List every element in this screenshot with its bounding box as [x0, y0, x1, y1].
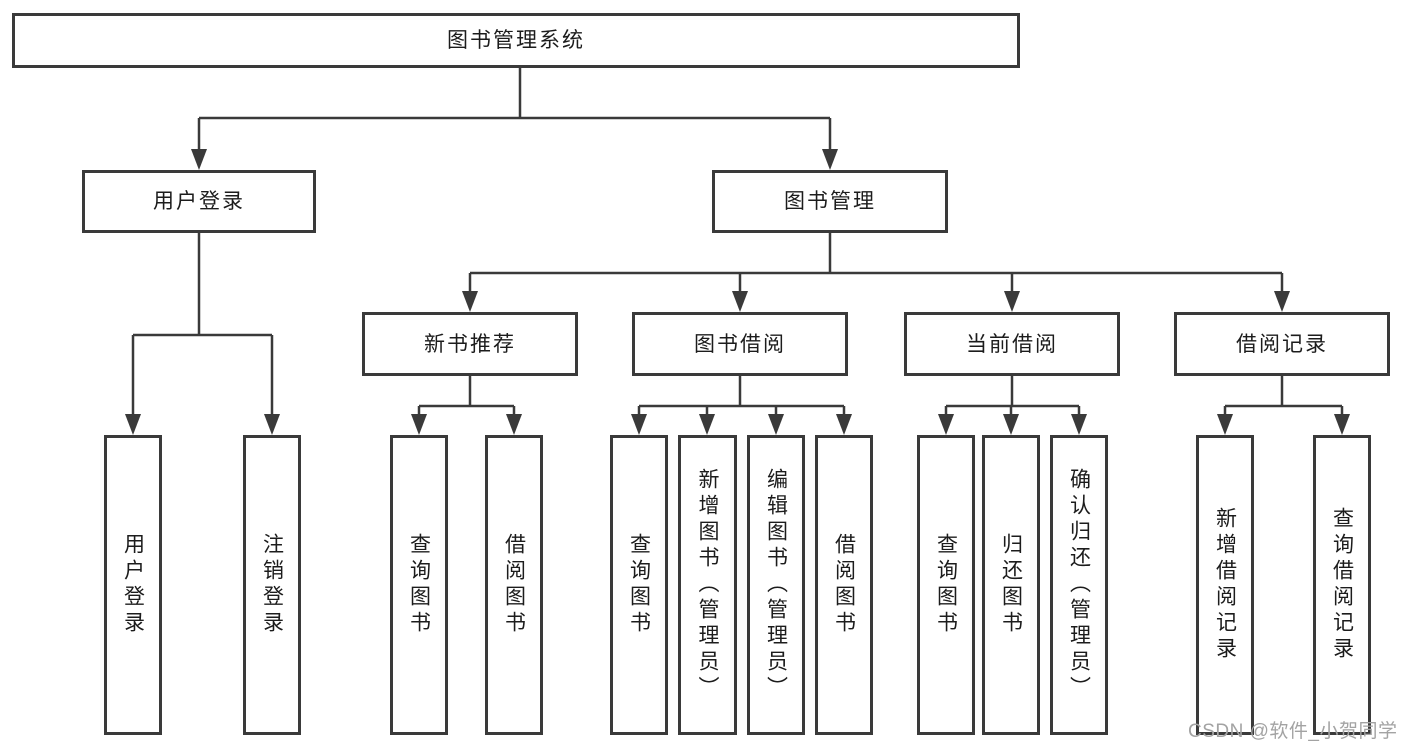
- arrowhead: [411, 414, 427, 435]
- node-label: 图书管理系统: [447, 29, 585, 52]
- node-book-management: 图书管理: [712, 170, 948, 233]
- leaf-return-book: 归还图书: [982, 435, 1040, 735]
- arrowhead: [1071, 414, 1087, 435]
- arrowhead: [1003, 414, 1019, 435]
- node-label: 新增图书（管理员）: [696, 468, 720, 702]
- node-label: 查询图书: [934, 533, 958, 637]
- arrowhead: [1217, 414, 1233, 435]
- watermark: CSDN @软件_小贺同学: [1188, 721, 1398, 742]
- node-new-book-recommend: 新书推荐: [362, 312, 578, 376]
- arrowhead: [631, 414, 647, 435]
- arrowhead: [768, 414, 784, 435]
- node-label: 用户登录: [121, 533, 145, 637]
- leaf-borrow-books: 借阅图书: [815, 435, 873, 735]
- arrowhead: [1004, 291, 1020, 312]
- node-label: 当前借阅: [966, 332, 1058, 356]
- node-user-login: 用户登录: [82, 170, 316, 233]
- arrowhead: [938, 414, 954, 435]
- arrowhead: [1274, 291, 1290, 312]
- node-current-borrow: 当前借阅: [904, 312, 1120, 376]
- leaf-query-books-current: 查询图书: [917, 435, 975, 735]
- node-label: 编辑图书（管理员）: [764, 468, 788, 702]
- node-label: 新书推荐: [424, 332, 516, 356]
- node-label: 注销登录: [260, 533, 284, 637]
- arrowhead: [462, 291, 478, 312]
- node-library-system: 图书管理系统: [12, 13, 1020, 68]
- node-label: 归还图书: [999, 533, 1023, 637]
- node-label: 查询图书: [627, 533, 651, 637]
- arrowhead: [822, 149, 838, 170]
- leaf-edit-book-admin: 编辑图书（管理员）: [747, 435, 805, 735]
- arrowhead: [1334, 414, 1350, 435]
- leaf-add-borrow-record: 新增借阅记录: [1196, 435, 1254, 735]
- arrowhead: [125, 414, 141, 435]
- leaf-query-borrow-record: 查询借阅记录: [1313, 435, 1371, 735]
- connector-root-to-level2: [197, 68, 832, 150]
- arrowheads: [125, 149, 1350, 435]
- node-label: 图书借阅: [694, 332, 786, 356]
- node-label: 借阅图书: [502, 533, 526, 637]
- connector-new-book-recommend-children: [417, 376, 516, 415]
- leaf-add-book-admin: 新增图书（管理员）: [678, 435, 737, 735]
- leaf-logout: 注销登录: [243, 435, 301, 735]
- leaf-borrow-books-recommend: 借阅图书: [485, 435, 543, 735]
- arrowhead: [191, 149, 207, 170]
- node-borrow-records: 借阅记录: [1174, 312, 1390, 376]
- node-book-borrow: 图书借阅: [632, 312, 848, 376]
- node-label: 图书管理: [784, 190, 876, 213]
- node-label: 借阅图书: [832, 533, 856, 637]
- connector-book-management-children: [468, 233, 1284, 292]
- connector-user-login-children: [131, 233, 274, 415]
- connector-current-borrow-children: [944, 376, 1081, 415]
- node-label: 确认归还（管理员）: [1067, 468, 1091, 702]
- node-label: 借阅记录: [1236, 332, 1328, 356]
- leaf-user-login: 用户登录: [104, 435, 162, 735]
- leaf-query-books-recommend: 查询图书: [390, 435, 448, 735]
- node-label: 用户登录: [153, 190, 245, 213]
- connector-borrow-records-children: [1223, 376, 1344, 415]
- node-label: 查询借阅记录: [1330, 507, 1354, 663]
- arrowhead: [732, 291, 748, 312]
- connector-book-borrow-children: [637, 376, 846, 415]
- leaf-query-books-borrow: 查询图书: [610, 435, 668, 735]
- arrowhead: [836, 414, 852, 435]
- leaf-confirm-return-admin: 确认归还（管理员）: [1050, 435, 1108, 735]
- arrowhead: [699, 414, 715, 435]
- arrowhead: [506, 414, 522, 435]
- node-label: 新增借阅记录: [1213, 507, 1237, 663]
- arrowhead: [264, 414, 280, 435]
- node-label: 查询图书: [407, 533, 431, 637]
